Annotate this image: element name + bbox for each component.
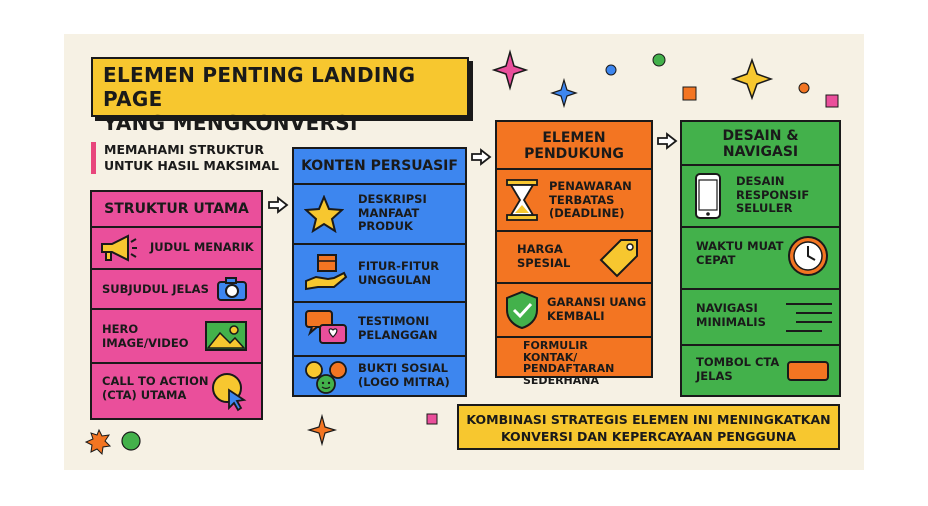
- hand-box-icon: [305, 254, 348, 291]
- column-heading: DESAIN & NAVIGASI: [722, 128, 799, 160]
- cursor-click-icon: [212, 373, 247, 412]
- list-item: FORMULIR KONTAK/ PENDAFTARAN SEDERHANA: [497, 336, 651, 386]
- column-desain-navigasi: DESAIN & NAVIGASI DESAIN RESPONSIF SELUL…: [680, 120, 841, 397]
- column-elemen-pendukung: ELEMEN PENDUKUNG PENAWARAN TERBATAS (DEA…: [495, 120, 653, 386]
- pink-sparkle-icon: [491, 49, 529, 91]
- title-line-2: YANG MENGKONVERSI: [103, 111, 358, 135]
- star-icon: [304, 195, 344, 233]
- green-circle-icon: [121, 431, 141, 451]
- arrow-right-icon: [268, 196, 289, 214]
- smartphone-icon: [695, 173, 721, 219]
- chat-bubbles-icon: [305, 310, 347, 344]
- button-icon: [787, 361, 829, 381]
- camera-icon: [217, 277, 247, 301]
- list-item: BUKTI SOSIAL (LOGO MITRA): [294, 355, 465, 395]
- list-item: HARGA SPESIAL: [497, 230, 651, 282]
- column-struktur-utama: STRUKTUR UTAMA JUDUL MENARIK SUBJUDUL JE…: [90, 190, 263, 420]
- title-line-1: ELEMEN PENTING LANDING PAGE: [103, 63, 416, 111]
- list-item: WAKTU MUAT CEPAT: [682, 226, 839, 288]
- blue-dot-icon: [605, 64, 617, 76]
- arrow-right-icon: [657, 132, 678, 150]
- menu-lines-icon: [786, 303, 832, 332]
- footer-banner: KOMBINASI STRATEGIS ELEMEN INI MENINGKAT…: [457, 404, 840, 450]
- orange-dot-icon: [798, 82, 810, 94]
- list-item: PENAWARAN TERBATAS (DEADLINE): [497, 168, 651, 230]
- megaphone-icon: [101, 234, 137, 262]
- footer-line-1: KOMBINASI STRATEGIS ELEMEN INI MENINGKAT…: [466, 412, 831, 427]
- decorations: [84, 49, 839, 456]
- image-icon: [205, 321, 247, 351]
- list-item: CALL TO ACTION (CTA) UTAMA: [92, 362, 261, 417]
- shield-check-icon: [506, 290, 538, 330]
- orange-square-icon: [682, 86, 697, 101]
- people-faces-icon: [305, 361, 347, 394]
- column-konten-persuasif: KONTEN PERSUASIF DESKRIPSI MANFAAT PRODU…: [292, 147, 467, 397]
- list-item: DESAIN RESPONSIF SELULER: [682, 164, 839, 226]
- list-item: JUDUL MENARIK: [92, 226, 261, 268]
- list-item: FITUR-FITUR UNGGULAN: [294, 243, 465, 301]
- subtitle: MEMAHAMI STRUKTUR UNTUK HASIL MAKSIMAL: [91, 142, 294, 174]
- subtitle-line-1: MEMAHAMI STRUKTUR: [104, 142, 264, 157]
- list-item: TOMBOL CTA JELAS: [682, 344, 839, 399]
- price-tag-icon: [599, 239, 638, 278]
- hourglass-icon: [506, 179, 538, 221]
- subtitle-line-2: UNTUK HASIL MAKSIMAL: [104, 158, 279, 173]
- page-title: ELEMEN PENTING LANDING PAGE YANG MENGKON…: [91, 57, 469, 135]
- list-item: DESKRIPSI MANFAAT PRODUK: [294, 183, 465, 243]
- orange-sparkle-icon: [306, 413, 338, 447]
- list-item: HERO IMAGE/VIDEO: [92, 308, 261, 362]
- blue-sparkle-icon: [550, 77, 578, 109]
- infographic-canvas: ELEMEN PENTING LANDING PAGE YANG MENGKON…: [64, 34, 864, 470]
- column-heading: STRUKTUR UTAMA: [104, 201, 249, 217]
- yellow-sparkle-icon: [730, 57, 774, 101]
- column-heading: KONTEN PERSUASIF: [301, 158, 458, 174]
- clock-icon: [788, 236, 828, 276]
- pink-square-small-icon: [426, 413, 438, 425]
- list-item: GARANSI UANG KEMBALI: [497, 282, 651, 336]
- pink-square-icon: [825, 94, 839, 108]
- arrow-right-icon: [471, 148, 492, 166]
- green-dot-icon: [652, 53, 666, 67]
- list-item: NAVIGASI MINIMALIS: [682, 288, 839, 344]
- list-item: TESTIMONI PELANGGAN: [294, 301, 465, 355]
- orange-starburst-icon: [84, 428, 112, 456]
- column-heading: ELEMEN PENDUKUNG: [524, 130, 624, 162]
- footer-line-2: KONVERSI DAN KEPERCAYAAN PENGGUNA: [500, 429, 797, 444]
- list-item: SUBJUDUL JELAS: [92, 268, 261, 308]
